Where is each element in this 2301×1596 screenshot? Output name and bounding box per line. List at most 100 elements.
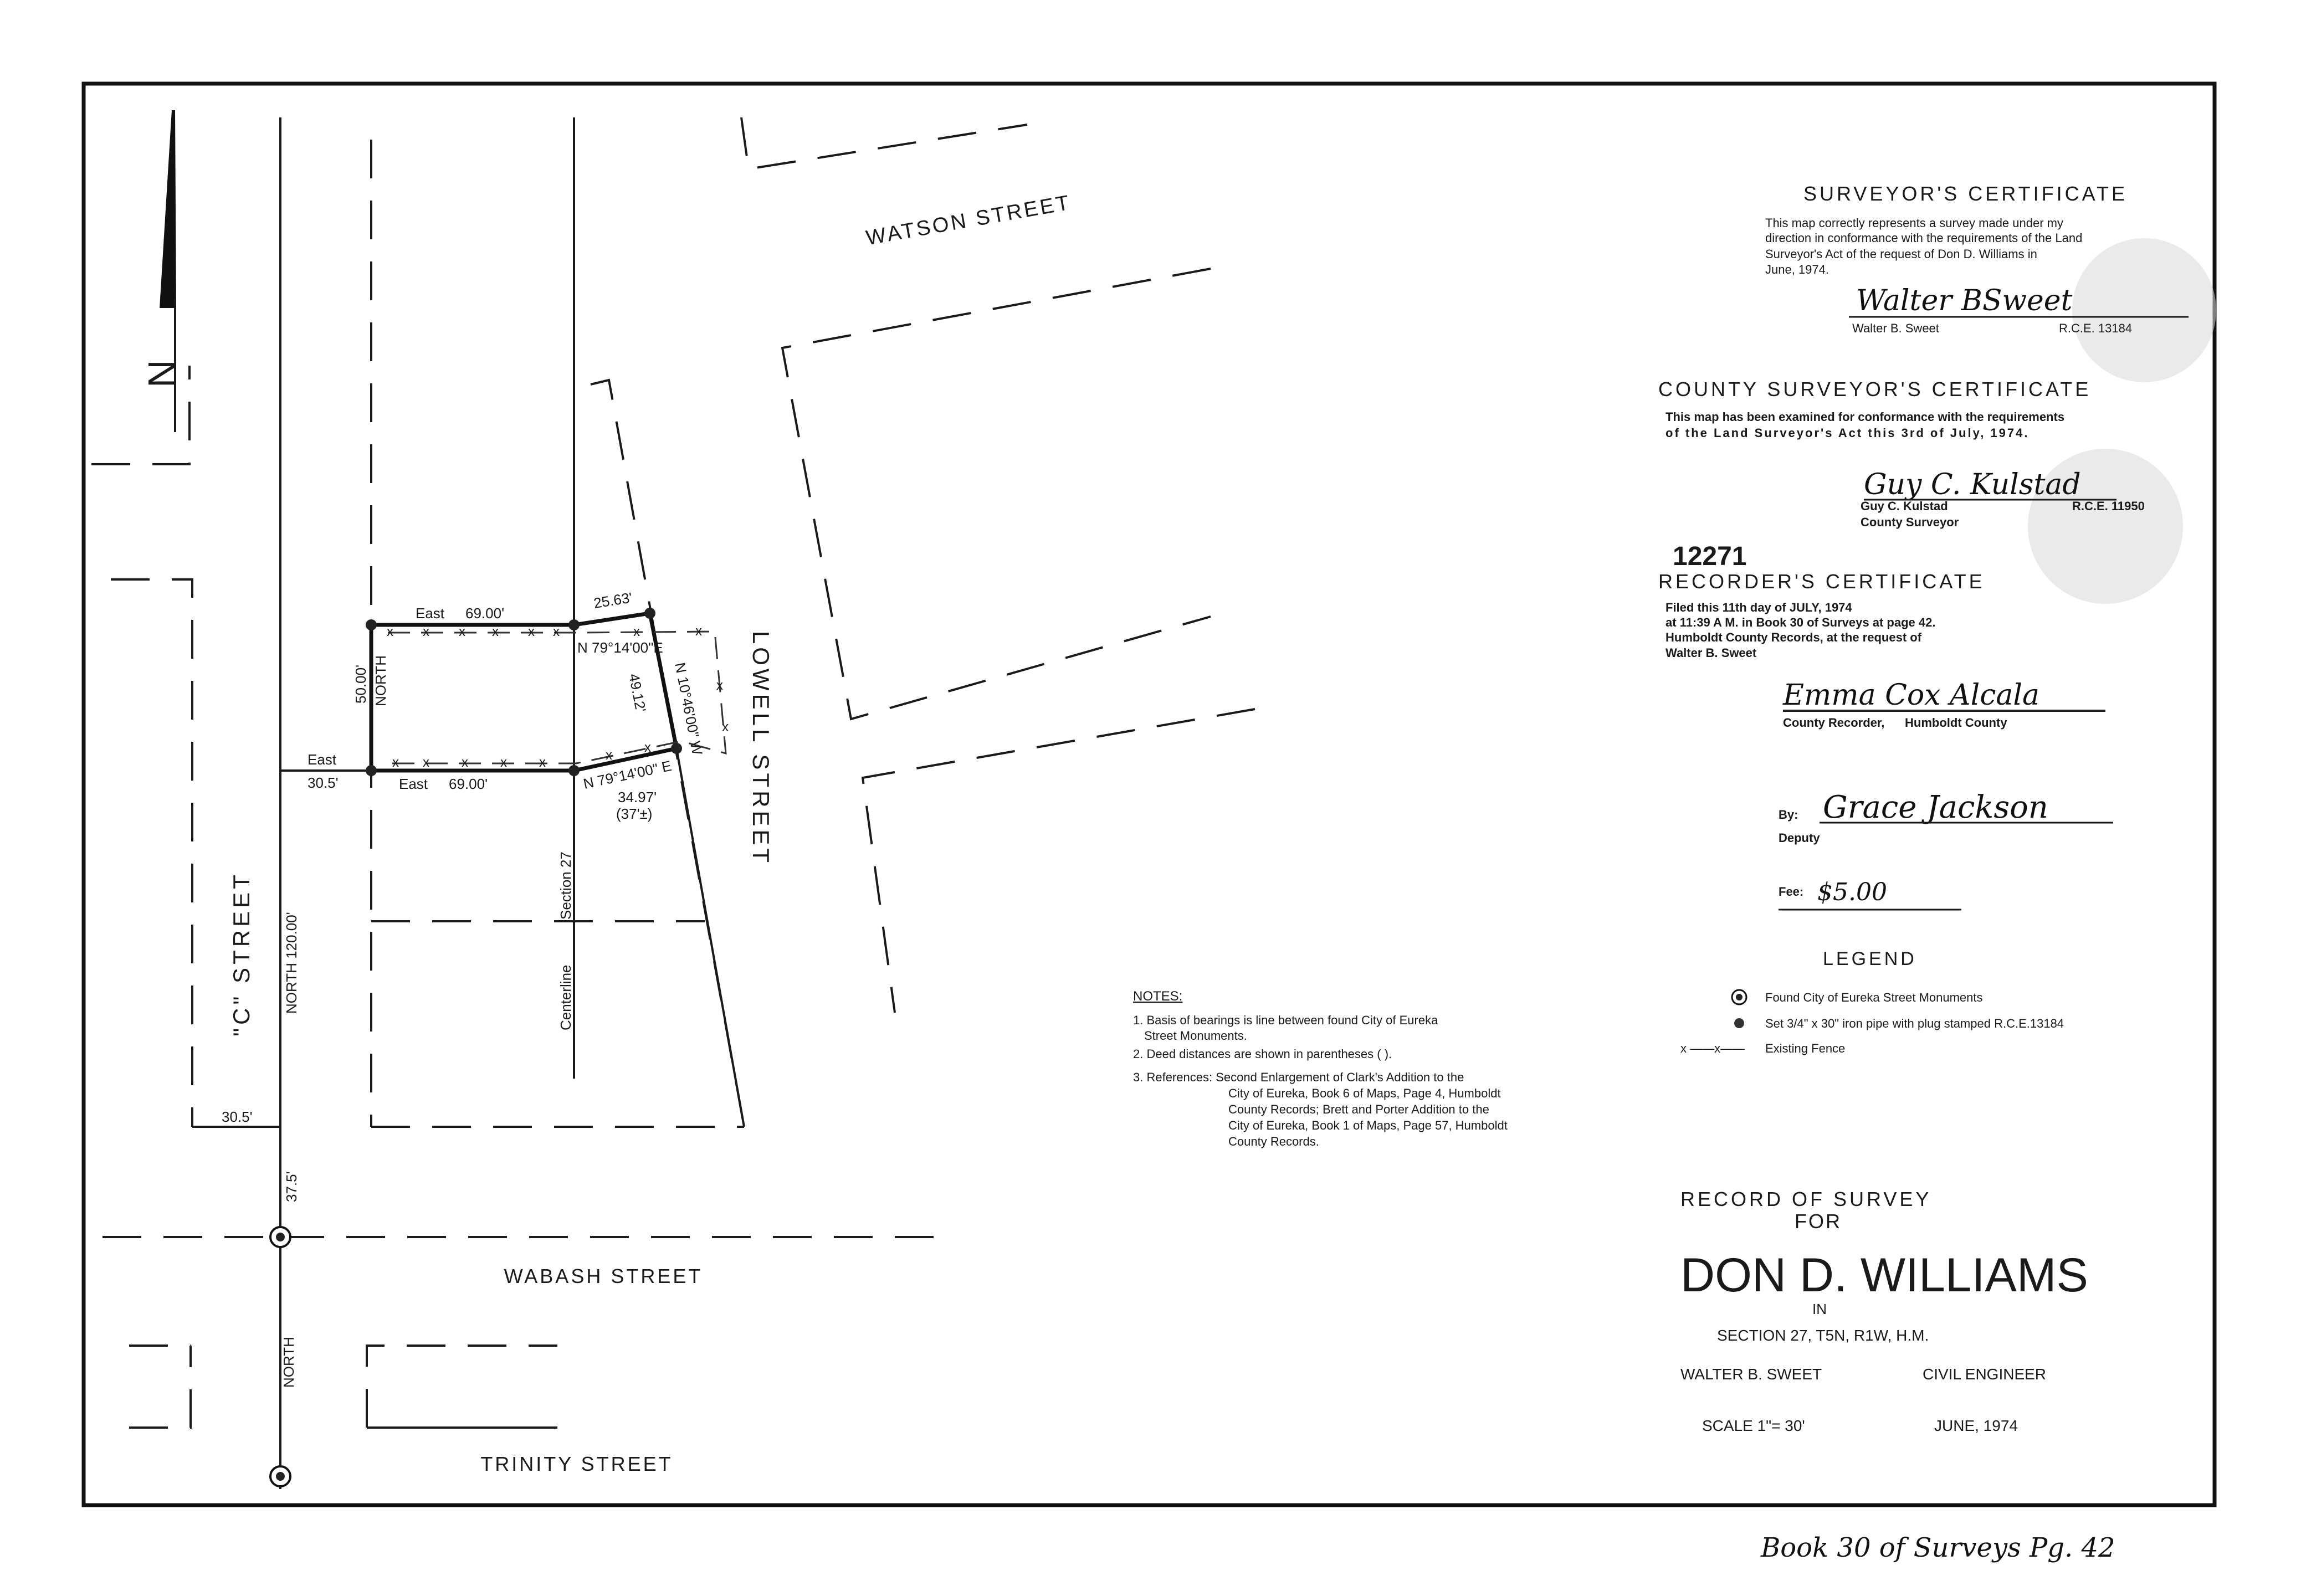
notes-title: NOTES: [1133,989,1182,1004]
certificate-line: of the Land Surveyor's Act this 3rd of J… [1665,426,2029,440]
street-label-watson: WATSON STREET [864,191,1073,250]
fee-value: $5.00 [1817,878,1887,906]
note-line: 2. Deed distances are shown in parenthes… [1133,1047,1392,1061]
legend-title: LEGEND [1823,948,1917,969]
street-label-c: "C" STREET [228,871,254,1036]
label-centerline: Centerline [557,964,574,1030]
iron-pipe-icon [1734,1018,1744,1028]
street-label-wabash: WABASH STREET [504,1265,703,1287]
label-top-dist: 69.00' [465,605,504,622]
label-tie-dist: 30.5' [308,774,339,791]
fence-x-mark: x [492,624,499,639]
certificate-line: This map has been examined for conforman… [1665,410,2064,424]
certificate-title: SURVEYOR'S CERTIFICATE [1803,182,2128,205]
recorders-certificate: 12271 RECORDER'S CERTIFICATE Filed this … [1658,542,2113,911]
county-surveyors-certificate: COUNTY SURVEYOR'S CERTIFICATE This map h… [1658,378,2145,529]
note-line: 3. References: Second Enlargement of Cla… [1133,1070,1464,1084]
title-block: RECORD OF SURVEY FOR DON D. WILLIAMS IN … [1680,1188,2088,1434]
street-label-trinity: TRINITY STREET [480,1453,673,1475]
county-surveyor-seal [2028,449,2183,604]
certificate-line: This map correctly represents a survey m… [1765,216,2063,230]
fence-x-mark: x [392,755,399,770]
legend: LEGEND Found City of Eureka Street Monum… [1680,948,2064,1055]
book-reference: Book 30 of Surveys Pg. 42 [1760,1532,2115,1563]
engineer-seal [2072,238,2216,382]
legend-item-label: Existing Fence [1765,1041,1845,1055]
fence-x-mark: x [553,624,560,639]
found-monument-icon [1731,989,1747,1005]
label-tie-east: East [308,751,337,768]
survey-location: SECTION 27, T5N, R1W, H.M. [1717,1327,1929,1344]
certificate-title: RECORDER'S CERTIFICATE [1658,570,1985,593]
client-name: DON D. WILLIAMS [1680,1249,2088,1302]
title-line: FOR [1795,1210,1842,1233]
iron-pipe-icon [366,619,377,630]
county-surveyor-name: Guy C. Kulstad [1861,499,1948,513]
fence-x-mark: x [539,755,546,770]
fence-x-mark: x [695,624,702,639]
county-surveyor-role: County Surveyor [1861,515,1959,529]
fence-x-mark: x [459,624,465,639]
legend-item-label: Found City of Eureka Street Monuments [1765,991,1983,1004]
note-line: County Records; Brett and Porter Additio… [1228,1102,1489,1116]
surveyors-certificate: SURVEYOR'S CERTIFICATE This map correctl… [1765,182,2189,335]
iron-pipe-icon [568,619,580,630]
fence-x-mark: x [423,624,429,639]
existing-fence-line [388,630,727,764]
fence-x-mark: x [716,678,723,693]
iron-pipe-icon [366,765,377,776]
fence-x-mark: x [644,740,651,755]
label-south-north: NORTH [280,1337,297,1388]
surveyor-signature: Walter BSweet [1856,284,2073,317]
iron-pipe-icon [568,765,580,776]
iron-pipe-icon [671,743,682,754]
label-bottom-ne-dist: 34.97' [618,789,657,805]
fence-x-mark: x [462,755,468,770]
by-label: By: [1779,808,1798,822]
engineer-name: WALTER B. SWEET [1680,1366,1822,1383]
fence-x-mark: x [423,755,429,770]
found-monument-icon [269,1465,291,1487]
map-scale: SCALE 1"= 30' [1702,1417,1805,1434]
deputy-label: Deputy [1779,831,1820,845]
certificate-line: June, 1974. [1765,263,1829,276]
document-number: 12271 [1673,542,1746,571]
note-line: City of Eureka, Book 6 of Maps, Page 4, … [1228,1086,1501,1100]
certificate-line: Walter B. Sweet [1665,646,1757,660]
label-bottom-east: East [399,776,428,792]
label-top-bearing: N 79°14'00"E [577,639,663,656]
fence-x-mark: x [528,624,535,639]
certificate-line: Humboldt County Records, at the request … [1665,630,1922,644]
fence-x-mark: x [500,755,507,770]
label-left-bearing: NORTH [372,655,389,706]
label-c-south: 37.5' [283,1171,300,1202]
label-bottom-bearing: N 79°14'00" E [582,757,673,792]
recorder-label: County Recorder, Humboldt County [1783,716,2007,730]
certificate-line: direction in conformance with the requir… [1765,231,2082,245]
fence-x-mark: x [387,624,393,639]
recorder-signature: Emma Cox Alcala [1782,679,2039,712]
street-lines [91,117,1255,1489]
north-label: N [140,360,183,388]
fee-label: Fee: [1779,885,1803,899]
label-bottom-deed: (37'±) [616,805,652,822]
county-surveyor-signature: Guy C. Kulstad [1864,468,2081,501]
certificate-line: Surveyor's Act of the request of Don D. … [1765,247,2037,261]
fence-x-mark: x [633,624,640,639]
surveyor-name: Walter B. Sweet [1852,321,1939,335]
note-line: City of Eureka, Book 1 of Maps, Page 57,… [1228,1118,1508,1132]
north-arrow-icon [160,110,176,432]
label-right-dist: 49.12' [626,672,649,713]
label-section: Section 27 [557,851,574,920]
certificate-line: Filed this 11th day of JULY, 1974 [1665,601,1852,614]
county-surveyor-license: R.C.E. 11950 [2072,499,2145,513]
iron-pipe-icon [644,608,655,619]
label-top-ne: 25.63' [592,589,633,612]
surveyor-license: R.C.E. 13184 [2059,321,2132,335]
found-monument-icon [269,1226,291,1248]
note-line: Street Monuments. [1144,1029,1247,1043]
label-top-east: East [416,605,445,622]
survey-date: JUNE, 1974 [1934,1417,2018,1434]
